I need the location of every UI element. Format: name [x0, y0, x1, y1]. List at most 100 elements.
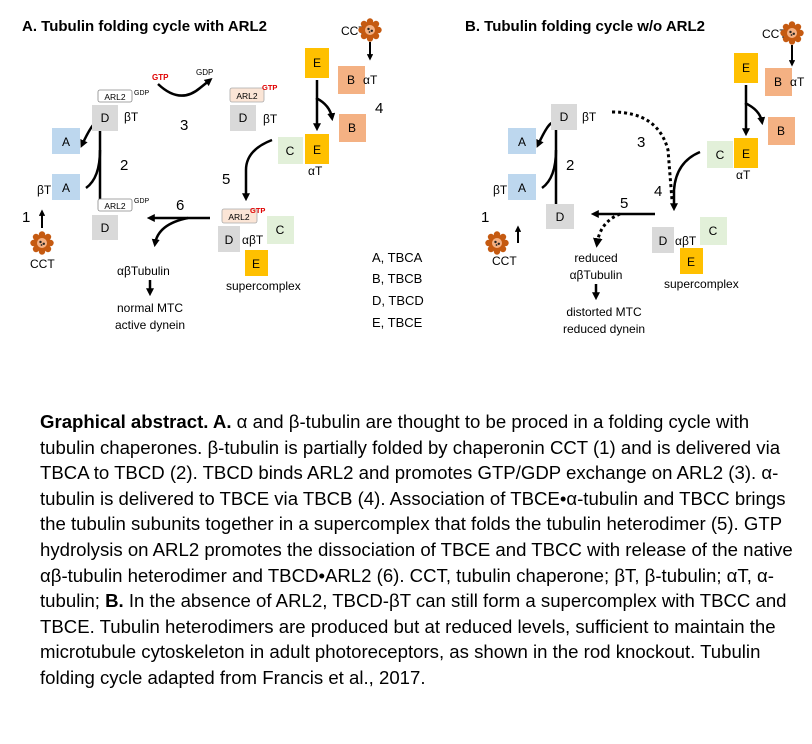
supercomplex-label: supercomplex — [664, 277, 739, 291]
step-2: 2 — [566, 157, 574, 174]
gdp-label: GDP — [134, 90, 150, 97]
alpha-beta-t-label: αβT — [242, 233, 264, 247]
legend-item: D, TBCD — [372, 293, 424, 308]
outcome-line1: normal MTC — [117, 301, 183, 315]
step-3: 3 — [180, 117, 188, 134]
tbce-label: E — [742, 61, 750, 75]
tbcc-box — [707, 141, 733, 168]
beta-t-label: βT — [263, 112, 278, 126]
arl2-label: ARL2 — [104, 92, 126, 102]
alpha-t-label: αT — [790, 75, 805, 89]
caption-part-b: In the absence of ARL2, TBCD-βT can stil… — [40, 590, 787, 688]
gtp-label: GTP — [152, 73, 169, 82]
cct-icon — [780, 21, 804, 45]
tbce-box — [734, 138, 758, 168]
tbce-label: E — [313, 56, 321, 70]
legend-item: E, TBCE — [372, 315, 423, 330]
product-line2: αβTubulin — [570, 268, 623, 282]
folding-cycle-diagram: A. Tubulin folding cycle with ARL2 CCT C… — [22, 18, 805, 336]
gtp-label: GTP — [250, 206, 265, 215]
cct-label-b: CCT — [492, 254, 517, 268]
tbcb-label: B — [777, 124, 785, 138]
tbcd-box — [230, 105, 256, 131]
tbcb-box — [339, 114, 366, 142]
tbcd-label: D — [556, 210, 565, 224]
tbcc-box — [267, 216, 294, 244]
cct-icon — [358, 18, 382, 42]
tbcd-label: D — [101, 111, 110, 125]
tbcb-box — [338, 66, 365, 94]
tbcc-label: C — [276, 223, 285, 237]
beta-t-label: βT — [37, 183, 52, 197]
tbce-box — [305, 134, 329, 164]
beta-t-label: βT — [493, 183, 508, 197]
tbca-label: A — [518, 181, 526, 195]
figure-caption: Graphical abstract. A. α and β-tubulin a… — [40, 409, 800, 691]
tbcb-box — [768, 117, 795, 145]
cct-label-a: CCT — [30, 257, 55, 271]
tbce-label: E — [313, 143, 321, 157]
tbcd-label: D — [239, 111, 248, 125]
tbce-box — [245, 250, 268, 276]
tbca-box — [508, 128, 536, 154]
step-5: 5 — [222, 171, 230, 188]
tbcb-box — [765, 68, 792, 96]
step-5: 5 — [620, 195, 628, 212]
tbcc-box — [278, 137, 303, 164]
beta-t-label: βT — [582, 110, 597, 124]
panel-a-title: A. Tubulin folding cycle with ARL2 — [22, 18, 267, 35]
outcome-line2: reduced dynein — [563, 322, 645, 336]
tbca-box — [508, 174, 536, 200]
outcome-line1: distorted MTC — [566, 305, 642, 319]
tbcd-label: D — [659, 234, 668, 248]
caption-part-a: α and β-tubulin are thought to be proced… — [40, 411, 793, 612]
alpha-t-label: αT — [363, 73, 378, 87]
step-2: 2 — [120, 157, 128, 174]
panel-b-title: B. Tubulin folding cycle w/o ARL2 — [465, 18, 705, 35]
tbcd-box — [218, 226, 240, 252]
arl2-label: ARL2 — [236, 91, 258, 101]
tbca-label: A — [62, 135, 70, 149]
tbcd-label: D — [560, 110, 569, 124]
product-line1: reduced — [574, 251, 617, 265]
tbcd-label: D — [101, 221, 110, 235]
panel-a: A. Tubulin folding cycle with ARL2 CCT C… — [22, 18, 424, 332]
step-4: 4 — [654, 183, 662, 200]
tbcd-box — [92, 215, 118, 240]
caption-lead: Graphical abstract. A. — [40, 411, 232, 432]
tbca-label: A — [62, 181, 70, 195]
arl2-label: ARL2 — [228, 212, 250, 222]
tbcb-label: B — [348, 121, 356, 135]
cct-label-b-top: CCT — [762, 27, 787, 41]
cct-icon — [30, 231, 54, 255]
tbcc-box — [700, 217, 727, 245]
beta-t-label: βT — [124, 110, 139, 124]
outcome-line2: active dynein — [115, 318, 185, 332]
step-4: 4 — [375, 100, 383, 117]
gtp-label: GTP — [262, 83, 277, 92]
tbce-box — [734, 53, 758, 83]
tbcc-label: C — [286, 144, 295, 158]
step-3: 3 — [637, 134, 645, 151]
cct-icon — [485, 231, 509, 255]
tbcd-box — [546, 204, 574, 229]
alpha-beta-t-label: αβT — [675, 234, 697, 248]
gdp-label: GDP — [134, 198, 150, 205]
alpha-t-label: αT — [308, 164, 323, 178]
legend-item: B, TBCB — [372, 271, 422, 286]
supercomplex-label: supercomplex — [226, 279, 301, 293]
arl2-label: ARL2 — [104, 201, 126, 211]
panel-b: B. Tubulin folding cycle w/o ARL2 CCT E … — [465, 18, 805, 336]
product-label: αβTubulin — [117, 264, 170, 278]
tbce-box — [305, 48, 329, 78]
step-1: 1 — [481, 209, 489, 226]
alpha-t-label: αT — [736, 168, 751, 182]
step-6: 6 — [176, 197, 184, 214]
tbce-label: E — [252, 257, 260, 271]
tbcd-box — [551, 104, 577, 130]
tbce-label: E — [687, 255, 695, 269]
tbca-label: A — [518, 135, 526, 149]
tbcb-label: B — [347, 73, 355, 87]
tbca-box — [52, 174, 80, 200]
tbca-box — [52, 128, 80, 154]
